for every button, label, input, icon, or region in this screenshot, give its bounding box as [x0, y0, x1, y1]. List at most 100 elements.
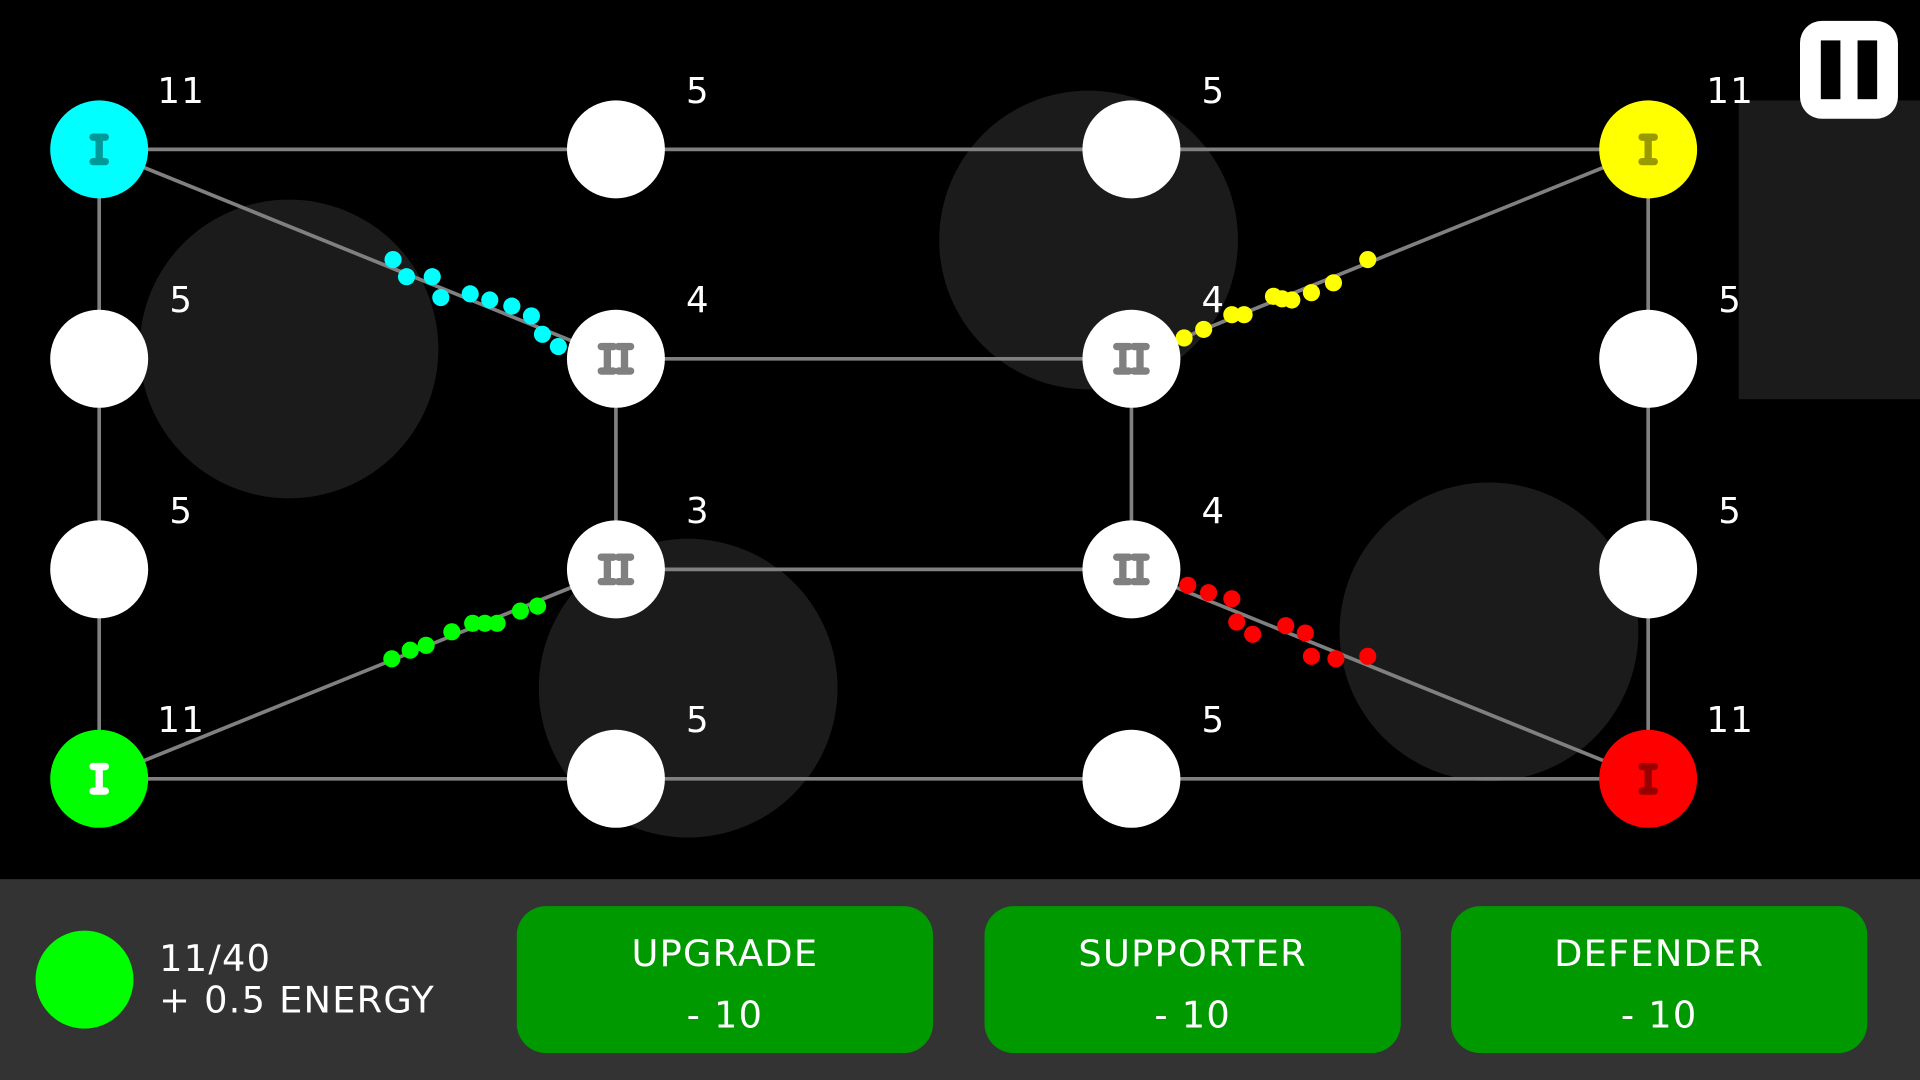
node-level-icon: [1119, 557, 1127, 582]
node-value: 5: [1718, 489, 1743, 532]
cyan-unit-dot: [397, 268, 416, 286]
red-unit-dot: [1277, 617, 1295, 635]
node-level-icon: [620, 346, 629, 372]
node-level-icon: [614, 367, 635, 375]
range-shadow: [139, 199, 439, 499]
node-level-icon: [597, 577, 618, 586]
node-level-icon: [614, 342, 635, 351]
pause-icon: [1857, 40, 1878, 100]
node-level-icon: [89, 762, 109, 771]
node-level-icon: [614, 577, 635, 586]
neutral-node[interactable]: [1082, 520, 1181, 619]
node-value: 11: [1706, 69, 1755, 112]
pause-button[interactable]: [1800, 20, 1898, 119]
upgrade-label: UPGRADE: [631, 933, 819, 976]
node-value: 5: [686, 699, 710, 741]
node-value: 5: [686, 69, 710, 112]
cyan-unit-dot: [533, 325, 552, 343]
neutral-node[interactable]: [50, 520, 149, 619]
node-value: 4: [1201, 489, 1226, 532]
cyan-unit-dot: [423, 268, 441, 286]
node-value: 11: [157, 69, 206, 112]
red-unit-dot: [1200, 584, 1218, 602]
node-level-icon: [1644, 766, 1652, 792]
energy-count: 11/40: [159, 937, 272, 981]
node-level-icon: [1130, 342, 1150, 351]
red-unit-dot: [1327, 650, 1345, 668]
neutral-node[interactable]: [566, 100, 665, 199]
node-level-icon: [1136, 346, 1144, 372]
defender-cost: - 10: [1620, 994, 1698, 1038]
node-level-icon: [1638, 133, 1658, 141]
node-value: 5: [169, 279, 194, 321]
yellow-unit-dot: [1302, 284, 1321, 302]
node-value: 3: [686, 489, 710, 532]
green-unit-dot: [476, 614, 494, 632]
cyan-unit-dot: [522, 307, 541, 325]
defender-label: DEFENDER: [1554, 933, 1765, 976]
cyan-unit-dot: [549, 337, 567, 356]
node-level-icon: [1113, 342, 1133, 351]
node-level-icon: [597, 367, 618, 375]
node-level-icon: [89, 787, 109, 795]
neutral-node[interactable]: [1082, 100, 1181, 199]
node-level-icon: [603, 557, 612, 582]
node-level-icon: [1644, 137, 1652, 162]
yellow-unit-dot: [1175, 329, 1193, 347]
green-unit-dot: [401, 641, 419, 659]
node-level-icon: [620, 557, 629, 582]
game-board: [50, 90, 1698, 838]
yellow-unit-dot: [1235, 306, 1253, 324]
node-value: 5: [169, 489, 194, 532]
node-value: 11: [1706, 699, 1755, 741]
upgrade-button[interactable]: UPGRADE - 10: [516, 906, 934, 1054]
node-level-icon: [89, 133, 109, 141]
green-unit-dot: [488, 614, 506, 632]
pause-icon: [1820, 40, 1841, 100]
neutral-node[interactable]: [566, 309, 665, 408]
node-level-icon: [95, 766, 103, 792]
node-level-icon: [597, 553, 618, 561]
neutral-node[interactable]: [566, 729, 665, 828]
upgrade-cost: - 10: [686, 994, 764, 1038]
node-level-icon: [1119, 346, 1127, 372]
node-value: 11: [157, 699, 206, 741]
red-unit-dot: [1179, 576, 1197, 594]
neutral-node[interactable]: [1082, 309, 1181, 408]
node-level-icon: [1130, 367, 1150, 375]
cyan-unit-dot: [432, 288, 450, 307]
defender-button[interactable]: DEFENDER - 10: [1451, 906, 1868, 1054]
node-level-icon: [1113, 553, 1133, 561]
red-unit-dot: [1228, 613, 1246, 631]
node-level-icon: [614, 553, 635, 561]
yellow-unit-dot: [1324, 274, 1343, 292]
red-unit-dot: [1223, 590, 1241, 608]
energy-income: + 0.5 ENERGY: [159, 979, 435, 1023]
cyan-unit-dot: [503, 297, 521, 315]
bottom-panel: 11/40 + 0.5 ENERGY UPGRADE - 10 SUPPORTE…: [0, 879, 1920, 1080]
node-level-icon: [597, 342, 618, 351]
node-value: 5: [1201, 699, 1226, 741]
node-level-icon: [89, 157, 109, 166]
node-level-icon: [95, 137, 103, 162]
green-unit-dot: [443, 623, 461, 641]
neutral-node[interactable]: [566, 520, 665, 619]
neutral-node[interactable]: [1082, 729, 1181, 828]
green-unit-dot: [383, 650, 401, 668]
neutral-node[interactable]: [1599, 520, 1698, 619]
side-panel-shadow: [1738, 100, 1920, 400]
neutral-node[interactable]: [50, 309, 149, 408]
green-unit-dot: [528, 597, 547, 615]
node-level-icon: [603, 346, 612, 372]
node-level-icon: [1113, 367, 1133, 375]
yellow-unit-dot: [1195, 320, 1213, 338]
yellow-unit-dot: [1359, 251, 1377, 269]
yellow-unit-dot: [1264, 287, 1283, 305]
yellow-unit-dot: [1223, 306, 1241, 324]
node-level-icon: [1130, 553, 1150, 561]
node-level-icon: [1638, 787, 1658, 795]
node-level-icon: [1136, 557, 1144, 582]
supporter-button[interactable]: SUPPORTER - 10: [984, 906, 1401, 1054]
neutral-node[interactable]: [1599, 309, 1698, 408]
